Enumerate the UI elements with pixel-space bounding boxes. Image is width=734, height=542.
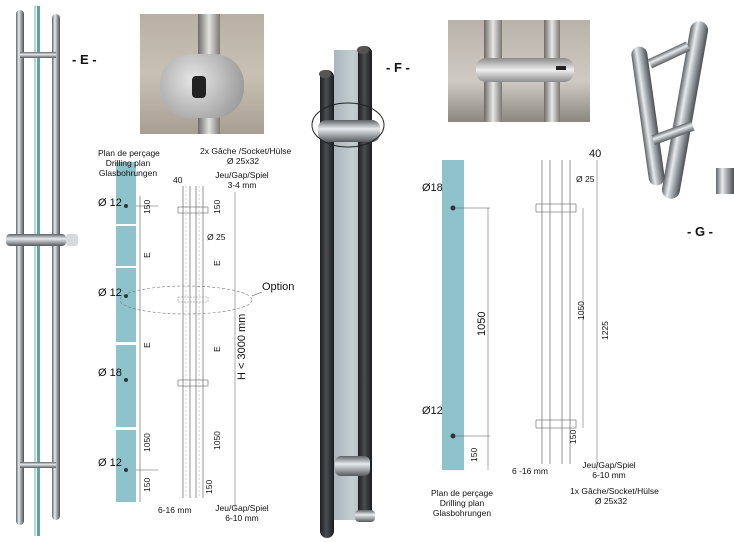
bottom-mm-f: 6 -16 mm — [512, 466, 548, 476]
bottom-mm-e: 6-16 mm — [158, 505, 192, 515]
dim-1050-e: 1050 — [142, 433, 152, 452]
drilling-plan-f: Plan de perçage Drilling plan Glasbohrun… — [431, 488, 493, 518]
side-150-bottom-e: 150 — [204, 479, 214, 494]
dim-1050-f: 1050 — [476, 311, 488, 336]
dim-e-2: E — [142, 342, 152, 348]
gap-note-top-e: Jeu/Gap/Spiel 3-4 mm — [215, 170, 269, 190]
socket-detail-photo-e — [140, 14, 264, 134]
side-1225-f: 1225 — [600, 321, 610, 340]
hole-label-1: Ø 12 — [98, 197, 122, 209]
hole-label-3: Ø 18 — [98, 367, 122, 379]
side-150-e: 150 — [212, 199, 222, 214]
side-150-f: 150 — [568, 429, 578, 444]
label-f: - F - — [386, 60, 410, 75]
dim-150-f: 150 — [469, 447, 479, 462]
option-label: Option — [262, 281, 295, 293]
dim-e-1: E — [142, 252, 152, 258]
socket-note-f: 1x Gâche/Socket/Hülse Ø 25x32 — [570, 486, 659, 506]
side-1050-e: 1050 — [212, 431, 222, 450]
dim-40-f: 40 — [589, 148, 602, 160]
hole-label-4: Ø 12 — [98, 457, 122, 469]
dim-150-top-e: 150 — [142, 199, 152, 214]
side-1050-f: 1050 — [576, 301, 586, 320]
dim-150-bottom-e: 150 — [142, 477, 152, 492]
label-g: - G - — [687, 224, 713, 239]
drilling-plan-e: Plan de perçage Drilling plan Glasbohrun… — [98, 148, 160, 178]
hole-bottom-f: Ø12 — [422, 405, 443, 417]
side-dia25-e: Ø 25 — [207, 232, 226, 242]
dim-40-e: 40 — [173, 175, 183, 185]
gap-note-bottom-e: Jeu/Gap/Spiel 6-10 mm — [215, 503, 269, 523]
socket-note-e: 2x Gâche /Socket/Hülse Ø 25x32 — [200, 146, 292, 166]
gap-note-f: Jeu/Gap/Spiel 6-10 mm — [582, 460, 636, 480]
side-e-2: E — [212, 346, 222, 352]
socket-detail-photo-f — [448, 20, 590, 122]
label-e: - E - — [72, 52, 97, 67]
hole-label-2: Ø 12 — [98, 287, 122, 299]
side-e-1: E — [212, 260, 222, 266]
hole-top-f: Ø18 — [422, 182, 443, 194]
dia25-f: Ø 25 — [576, 174, 595, 184]
height-e: H < 3000 mm — [236, 313, 248, 380]
